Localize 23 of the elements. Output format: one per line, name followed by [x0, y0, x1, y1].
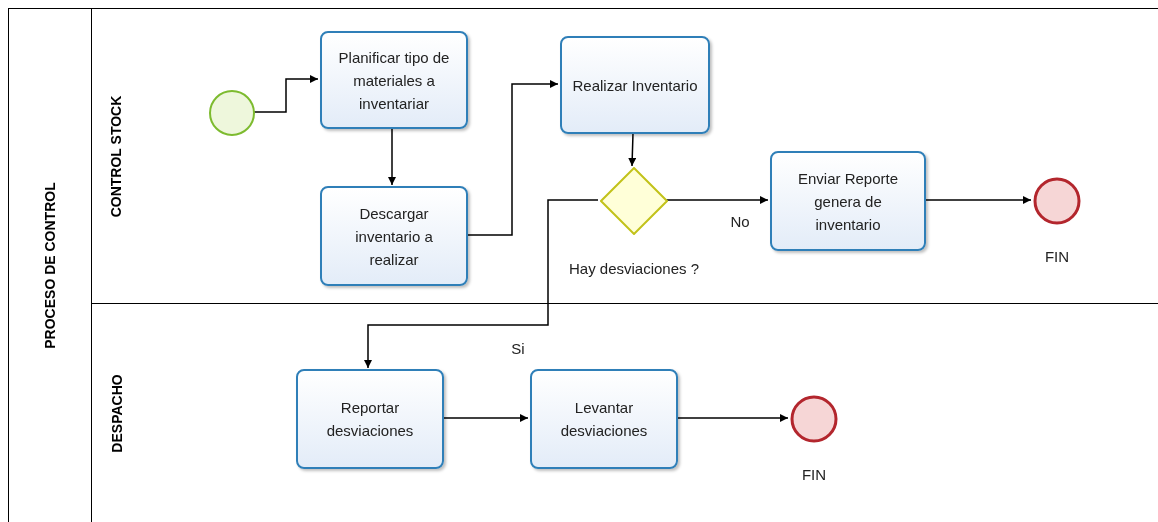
arrow — [388, 127, 396, 186]
event-label: FIN — [800, 465, 828, 485]
start-event-circle — [208, 89, 256, 137]
event-label: FIN — [1043, 247, 1071, 267]
lane-title: DESPACHO — [107, 373, 126, 453]
end-event-circle — [790, 395, 838, 443]
swimlane — [91, 9, 1158, 304]
end-event-circle — [1033, 177, 1081, 225]
arrow — [364, 199, 599, 369]
pool-title: PROCESO DE CONTROL — [40, 182, 59, 349]
pool — [8, 8, 1158, 522]
arrow — [253, 75, 319, 113]
arrow — [628, 132, 637, 167]
task-box: Levantar desviaciones — [530, 369, 678, 469]
task-box: Enviar Reporte genera de inventario — [770, 151, 926, 251]
gateway-diamond — [600, 167, 668, 235]
lane-title: CONTROL STOCK — [107, 95, 126, 217]
arrow — [665, 196, 769, 204]
task-box: Planificar tipo de materiales a inventariar — [320, 31, 468, 129]
task-box: Reportar desviaciones — [296, 369, 444, 469]
task-box: Realizar Inventario — [560, 36, 710, 134]
task-box: Descargar inventario a realizar — [320, 186, 468, 286]
event-label: Hay desviaciones ? — [567, 259, 701, 279]
